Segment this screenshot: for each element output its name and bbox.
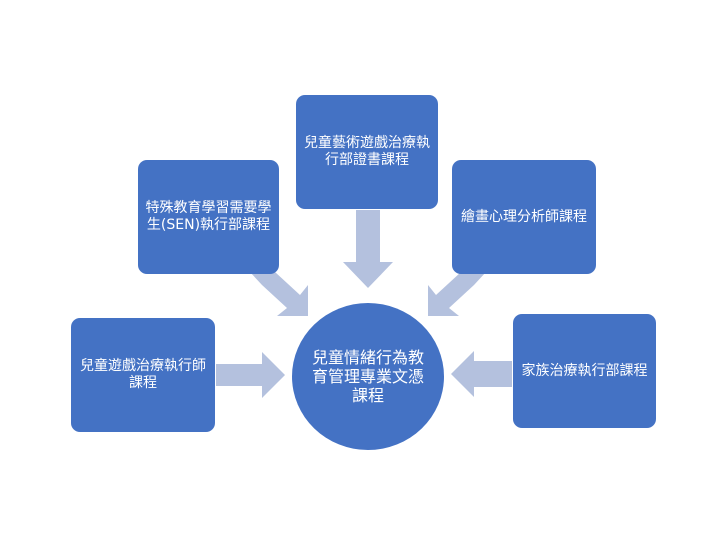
center-node: 兒童情緒行為教育管理專業文憑課程 <box>292 303 444 450</box>
node-sen: 特殊教育學習需要學生(SEN)執行部課程 <box>138 160 279 274</box>
node-family-therapy: 家族治療執行部課程 <box>513 314 656 428</box>
node-label: 家族治療執行部課程 <box>521 362 648 379</box>
node-label: 繪畫心理分析師課程 <box>461 208 587 225</box>
node-art-play-therapy: 兒童藝術遊戲治療執行部證書課程 <box>296 95 438 209</box>
arrow-right <box>451 351 512 397</box>
node-play-therapy: 兒童遊戲治療執行師課程 <box>71 318 215 432</box>
arrow-top-down <box>343 210 393 288</box>
arrow-left <box>216 352 285 398</box>
node-label: 特殊教育學習需要學生(SEN)執行部課程 <box>145 200 272 233</box>
node-label: 兒童遊戲治療執行師課程 <box>80 358 206 391</box>
arrow-upper-right <box>428 272 486 316</box>
arrow-upper-left <box>250 272 308 316</box>
center-label: 兒童情緒行為教育管理專業文憑課程 <box>311 348 424 405</box>
node-drawing-psychology: 繪畫心理分析師課程 <box>452 160 596 274</box>
node-label: 兒童藝術遊戲治療執行部證書課程 <box>304 135 430 168</box>
